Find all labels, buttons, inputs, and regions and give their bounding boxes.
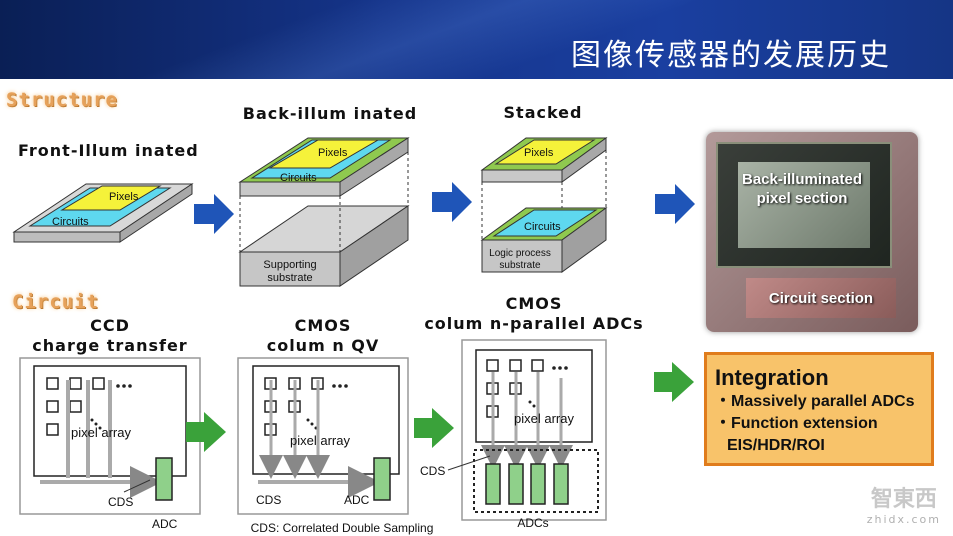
arrow-right-icon [186,412,226,452]
stacked-chip [480,137,608,273]
integration-item-3: EIS/HDR/ROI [727,437,825,454]
integration-item-2: ・Function extension [715,415,878,432]
ccd-caption-line2: charge transfer [32,336,188,355]
back-circuits-label: Circuits [280,172,317,184]
arrow-right-icon [414,408,454,448]
watermark-url: zhidx.com [866,513,941,526]
cmos-qv-caption-line2: colum n QV [266,336,380,355]
watermark: 智東西 zhidx.com [867,481,941,526]
pixel-section-area [716,142,892,268]
cmos-qv-diagram [237,357,409,515]
integration-item-1: ・Massively parallel ADCs [715,393,915,410]
arrow-right-icon [654,362,694,402]
integration-box: Integration ・Massively parallel ADCs ・Fu… [704,352,934,466]
caption-stacked: Stacked [503,103,583,122]
cmos-qv-caption-line1: CMOS [294,316,352,335]
title-banner: 图像传感器的发展历史 [0,0,953,79]
stacked-sensor-photo: Back-illuminated pixel section Circuit s… [706,132,918,332]
caption-front-illuminated: Front-Illum inated [18,141,199,160]
front-illuminated-chip [12,183,194,243]
cmos-adc-caption-line2: colum n-parallel ADCs [424,314,644,333]
front-pixels-label: Pixels [109,191,139,203]
arrow-right-icon [194,194,234,234]
ccd-pixel-array-label: pixel array [71,425,131,440]
qv-cds-label: CDS [256,493,281,507]
photo-top-label: Back-illuminated pixel section [706,170,898,208]
integration-title: Integration [715,365,829,390]
ccd-diagram [19,357,201,515]
arrow-right-icon [655,184,695,224]
photo-top-label-line2: pixel section [756,190,848,207]
supporting-substrate-label-2: substrate [267,272,312,284]
cds-footnote: CDS: Correlated Double Sampling [251,521,434,535]
cmos-adc-caption-line1: CMOS [505,294,563,313]
stacked-circuits-label: Circuits [524,221,561,233]
ccd-caption: CCD charge transfer [20,316,200,356]
pixel-array-photo [738,162,870,248]
banner-decoration [0,0,953,79]
adcs-label: ADCs [517,516,548,530]
back-pixels-label: Pixels [318,147,348,159]
qv-adc-label: ADC [344,493,370,507]
section-label-circuit: Circuit [12,291,100,313]
logic-substrate-label-1: Logic process [489,248,551,259]
circuit-section-area [746,278,896,318]
cmos-adc-diagram [447,339,607,521]
adc-pixel-array-label: pixel array [514,411,574,426]
stacked-pixels-label: Pixels [524,147,554,159]
back-illuminated-chip [238,137,410,287]
caption-back-illuminated: Back-illum inated [242,104,418,123]
ccd-cds-label: CDS [108,495,133,509]
front-circuits-label: Circuits [52,216,89,228]
photo-bottom-label: Circuit section [768,290,874,307]
photo-top-label-line1: Back-illuminated [741,171,863,188]
supporting-substrate-label-1: Supporting [263,259,316,271]
qv-pixel-array-label: pixel array [290,433,350,448]
page-title: 图像传感器的发展历史 [571,38,891,73]
ccd-adc-label: ADC [152,517,178,531]
ccd-caption-line1: CCD [90,316,130,335]
logic-substrate-label-2: substrate [499,260,541,271]
cmos-qv-caption: CMOS colum n QV [233,316,413,356]
cmos-adc-caption: CMOS colum n-parallel ADCs [424,294,644,334]
adc-cds-label: CDS [420,464,445,478]
section-label-structure: Structure [6,89,118,111]
arrow-right-icon [432,182,472,222]
watermark-brand: 智東西 [870,487,937,512]
